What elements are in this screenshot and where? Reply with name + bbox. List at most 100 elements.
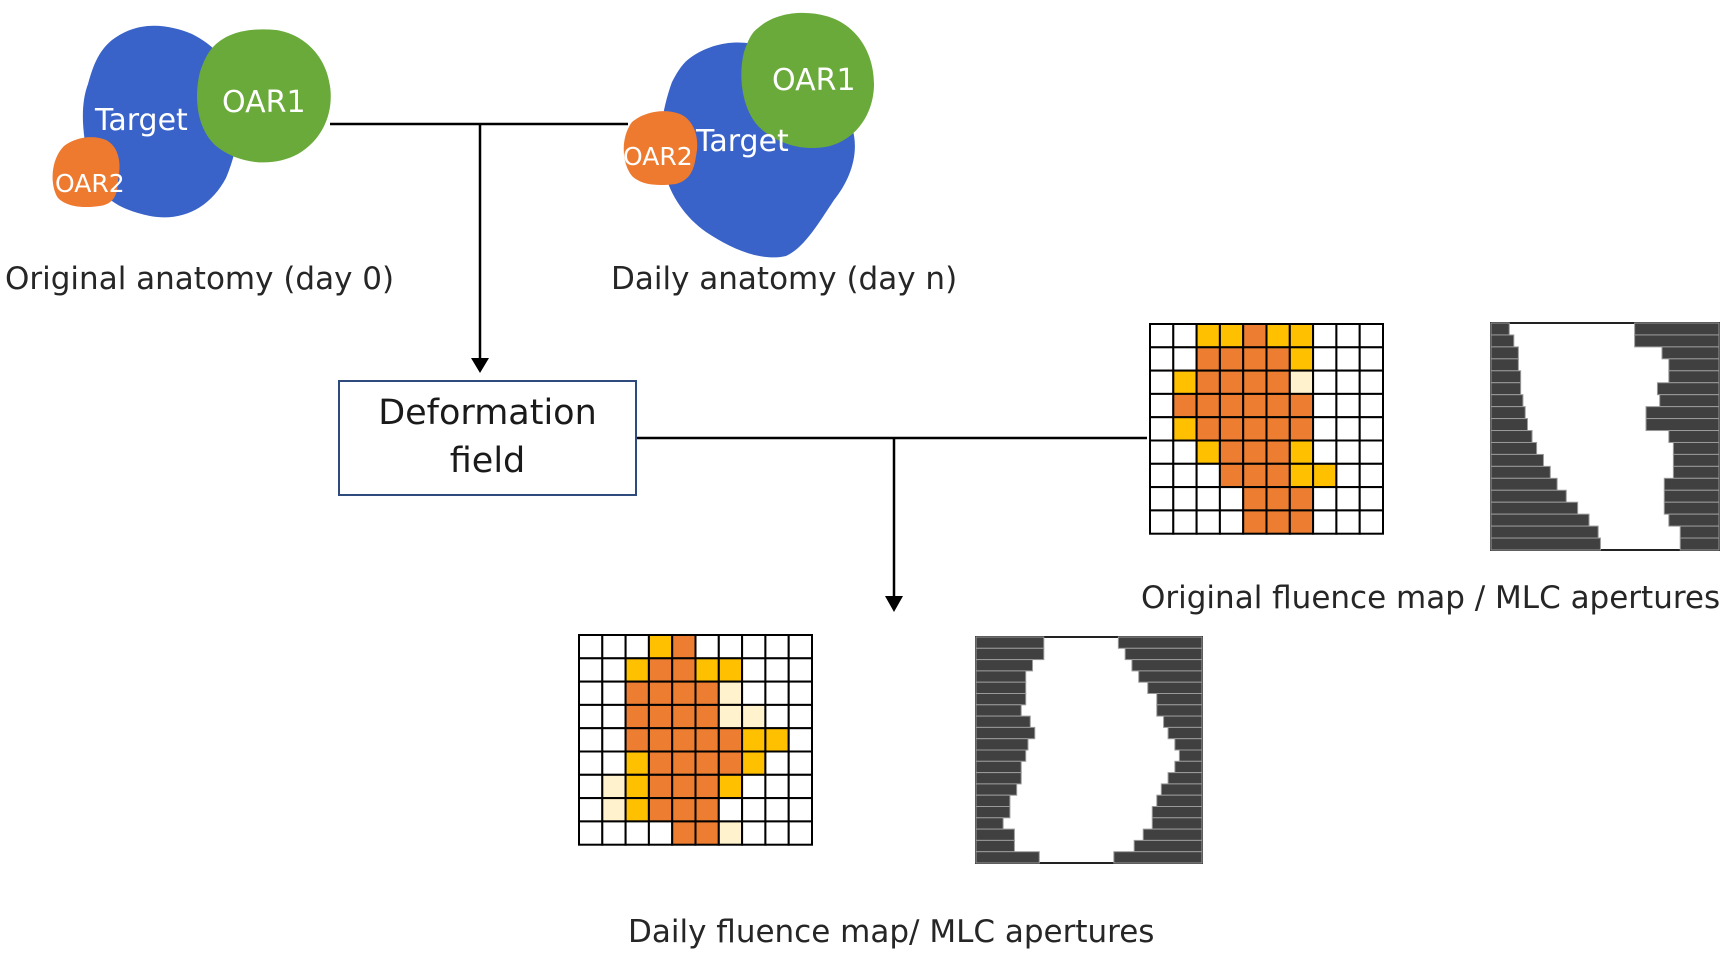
fluence-cell xyxy=(578,750,604,776)
daily-target-label: Target xyxy=(695,124,789,159)
mlc-leaf-left xyxy=(975,704,1022,717)
fluence-cell xyxy=(1288,369,1315,395)
mlc-leaf-left xyxy=(1490,394,1524,408)
fluence-cell xyxy=(741,727,767,753)
fluence-cell xyxy=(1218,346,1245,372)
mlc-leaf-left xyxy=(1490,382,1522,396)
fluence-cell xyxy=(601,680,627,706)
fluence-cell xyxy=(764,797,790,823)
original-fluence-map xyxy=(1149,323,1384,535)
original-oar1-label: OAR1 xyxy=(222,85,306,120)
fluence-cell xyxy=(1265,369,1291,395)
fluence-cell xyxy=(1242,439,1268,465)
mlc-leaf-right xyxy=(1117,636,1203,649)
daily-oar1-shape xyxy=(741,12,874,148)
fluence-cell xyxy=(671,680,697,706)
arrowhead-daily-fluence xyxy=(885,596,903,612)
fluence-cell xyxy=(624,727,650,753)
mlc-leaf-left xyxy=(975,828,1015,841)
mlc-leaf-left xyxy=(975,636,1045,649)
fluence-cell xyxy=(1312,462,1338,489)
mlc-leaf-right xyxy=(1147,681,1203,695)
fluence-cell xyxy=(1195,392,1221,419)
fluence-cell xyxy=(1218,416,1245,442)
fluence-cell xyxy=(764,820,790,846)
mlc-leaf-left xyxy=(975,693,1027,706)
fluence-cell xyxy=(1335,392,1361,419)
mlc-leaf-left xyxy=(1490,525,1599,539)
fluence-cell xyxy=(1358,392,1384,419)
mlc-leaf-right xyxy=(1142,828,1203,841)
mlc-leaf-right xyxy=(1634,322,1720,336)
original-oar2-shape xyxy=(52,137,120,208)
mlc-leaf-right xyxy=(1645,406,1720,420)
fluence-cell xyxy=(601,820,627,846)
mlc-leaf-right xyxy=(1113,851,1203,864)
fluence-cell xyxy=(717,773,744,800)
fluence-cell xyxy=(671,657,697,683)
fluence-cell xyxy=(1312,392,1338,419)
fluence-cell xyxy=(1242,486,1268,512)
fluence-cell xyxy=(1172,369,1198,395)
fluence-cell xyxy=(741,797,767,823)
daily-oar2-shape xyxy=(623,111,698,186)
fluence-cell xyxy=(1195,323,1221,349)
fluence-cell xyxy=(1312,416,1338,442)
fluence-cell xyxy=(1195,369,1221,395)
mlc-leaf-left xyxy=(975,681,1027,695)
fluence-cell xyxy=(694,820,720,846)
fluence-cell xyxy=(764,634,790,660)
mlc-leaf-right xyxy=(1656,382,1720,396)
fluence-cell xyxy=(1242,346,1268,372)
fluence-cell xyxy=(787,727,814,753)
fluence-cell xyxy=(647,773,674,800)
daily-anatomy-caption: Daily anatomy (day n) xyxy=(611,261,958,297)
fluence-cell xyxy=(717,820,744,846)
fluence-cell xyxy=(741,820,767,846)
fluence-cell xyxy=(624,750,650,776)
mlc-leaf-left xyxy=(1490,465,1551,479)
mlc-leaf-right xyxy=(1661,346,1720,360)
mlc-leaf-left xyxy=(1490,418,1528,432)
fluence-cell xyxy=(764,680,790,706)
fluence-cell xyxy=(578,797,604,823)
fluence-cell xyxy=(717,797,744,823)
fluence-cell xyxy=(741,750,767,776)
fluence-cell xyxy=(1288,439,1315,465)
fluence-cell xyxy=(601,773,627,800)
mlc-leaf-right xyxy=(1156,794,1203,808)
mlc-leaf-right xyxy=(1663,489,1720,503)
fluence-cell xyxy=(787,773,814,800)
fluence-cell xyxy=(578,820,604,846)
fluence-cell xyxy=(601,727,627,753)
mlc-leaf-left xyxy=(1490,453,1544,467)
daily-fluence-map xyxy=(578,634,814,846)
fluence-cell xyxy=(647,634,674,660)
mlc-leaf-right xyxy=(1679,525,1720,539)
fluence-cell xyxy=(624,657,650,683)
fluence-cell xyxy=(647,657,674,683)
fluence-cell xyxy=(1149,486,1175,512)
fluence-cell xyxy=(647,797,674,823)
fluence-cell xyxy=(1288,462,1315,489)
fluence-cell xyxy=(741,657,767,683)
fluence-cell xyxy=(578,703,604,730)
mlc-leaf-left xyxy=(1490,501,1579,515)
fluence-cell xyxy=(647,820,674,846)
fluence-cell xyxy=(741,703,767,730)
fluence-cell xyxy=(671,750,697,776)
fluence-cell xyxy=(1358,416,1384,442)
fluence-cell xyxy=(1358,486,1384,512)
mlc-leaf-right xyxy=(1663,501,1720,515)
mlc-leaf-left xyxy=(975,839,1015,853)
fluence-cell xyxy=(694,797,720,823)
fluence-cell xyxy=(601,657,627,683)
mlc-leaf-left xyxy=(975,647,1045,661)
fluence-cell xyxy=(1195,486,1221,512)
mlc-leaf-left xyxy=(1490,346,1519,360)
fluence-cell xyxy=(717,727,744,753)
fluence-cell xyxy=(1172,346,1198,372)
fluence-cell xyxy=(1312,439,1338,465)
fluence-cell xyxy=(624,703,650,730)
fluence-cell xyxy=(694,657,720,683)
